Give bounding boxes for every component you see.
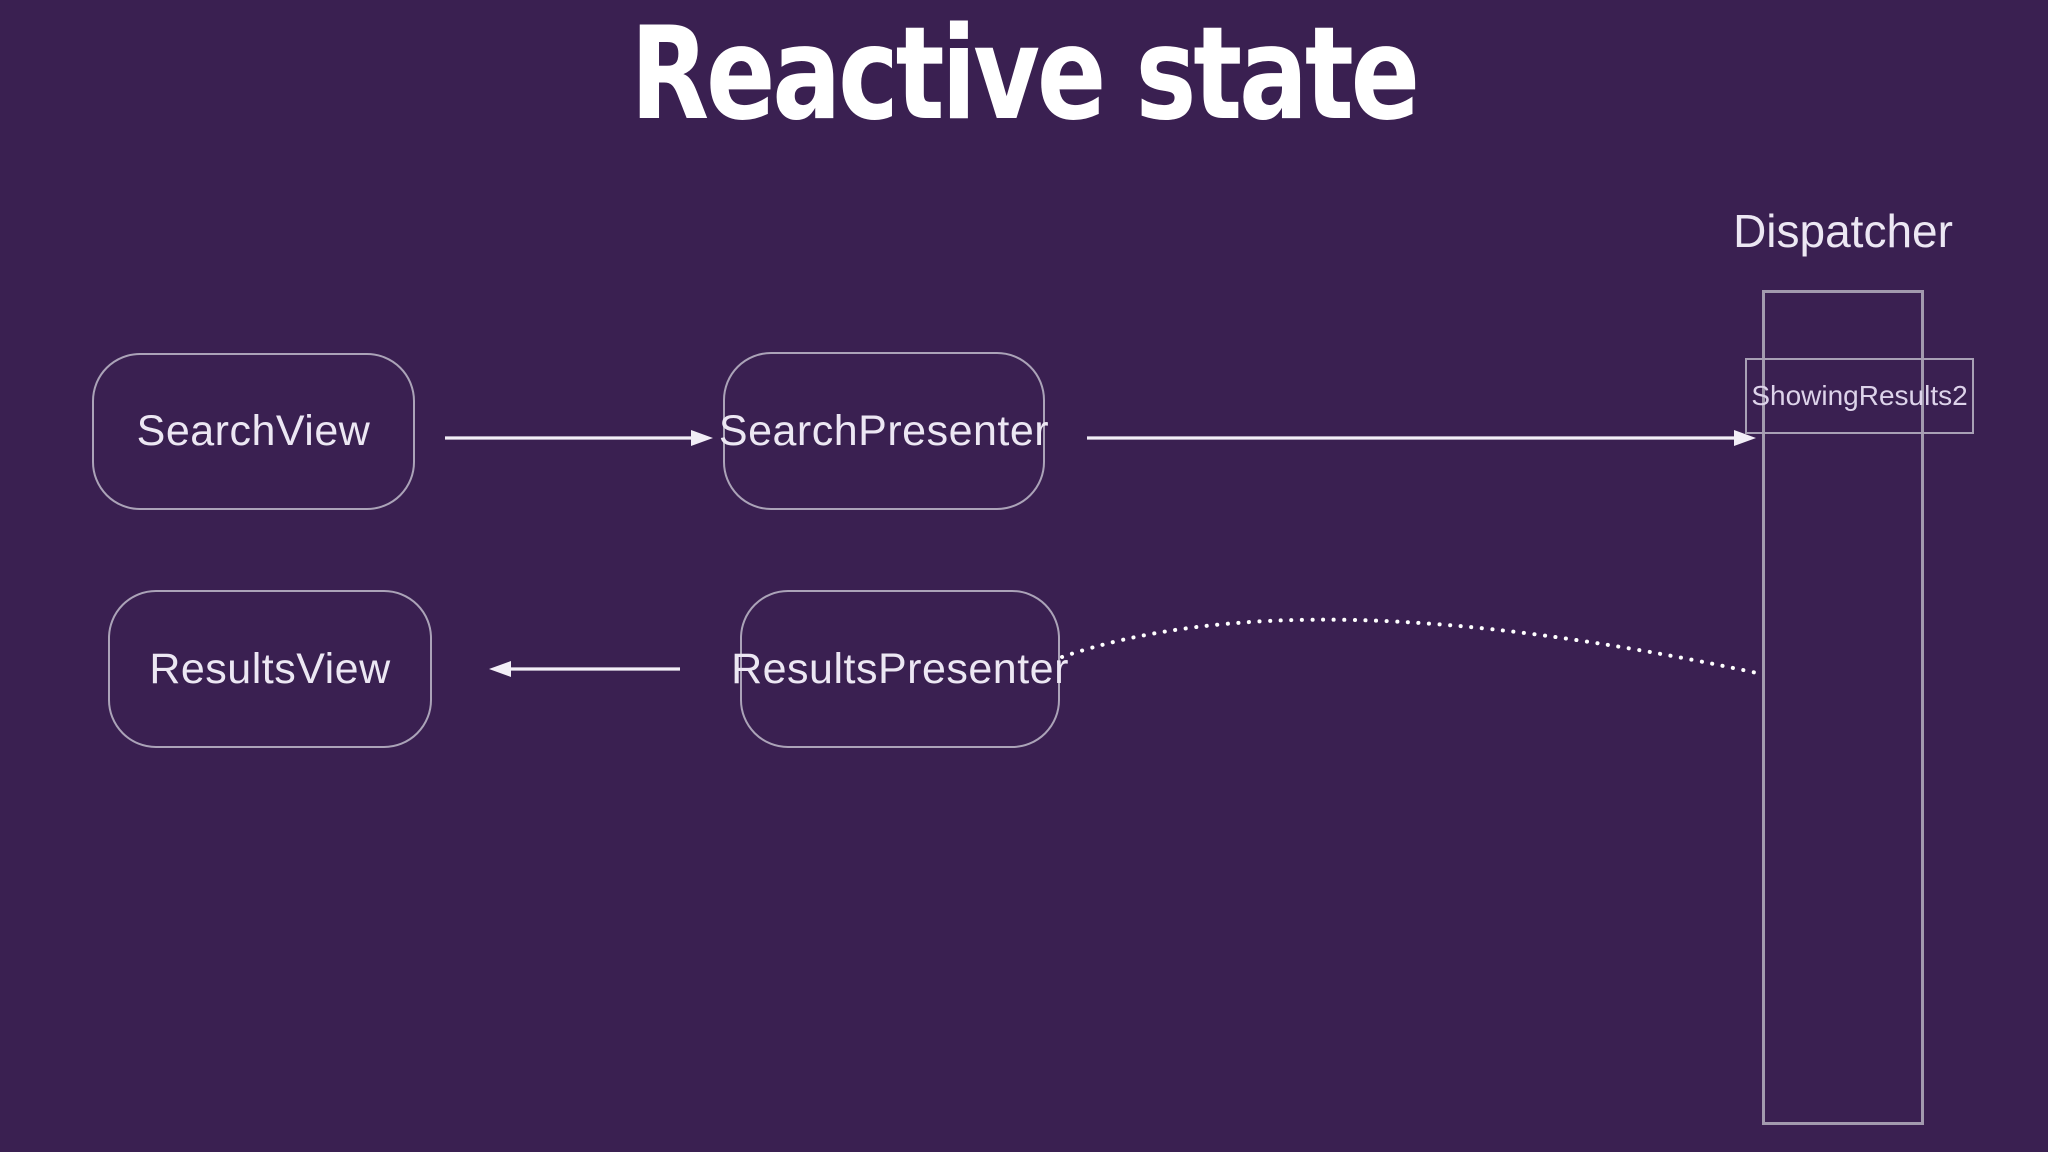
slide-title: Reactive state xyxy=(0,0,2048,149)
node-search-presenter-label: SearchPresenter xyxy=(718,406,1050,455)
node-results-view-label: ResultsView xyxy=(149,644,391,693)
dispatcher-lifeline xyxy=(1762,290,1924,1125)
slide-title-text: Reactive state xyxy=(630,0,1421,149)
node-search-view-label: SearchView xyxy=(136,407,371,455)
node-search-presenter: SearchPresenter xyxy=(719,352,1049,510)
dispatcher-state-box: ShowingResults2 xyxy=(1745,358,1974,434)
node-search-view: SearchView xyxy=(92,353,415,510)
arrow-searchpresenter-to-dispatcher xyxy=(1087,430,1756,446)
arrow-searchview-to-searchpresenter xyxy=(445,430,713,446)
node-results-view: ResultsView xyxy=(108,590,432,748)
dispatcher-state-label: ShowingResults2 xyxy=(1751,380,1968,411)
node-results-presenter: ResultsPresenter xyxy=(731,590,1068,748)
dotted-curve-dispatcher-to-resultspresenter xyxy=(1060,617,1759,675)
arrow-resultspresenter-to-resultsview xyxy=(489,661,680,677)
dispatcher-label: Dispatcher xyxy=(1733,205,1953,257)
node-results-presenter-label: ResultsPresenter xyxy=(731,644,1069,693)
